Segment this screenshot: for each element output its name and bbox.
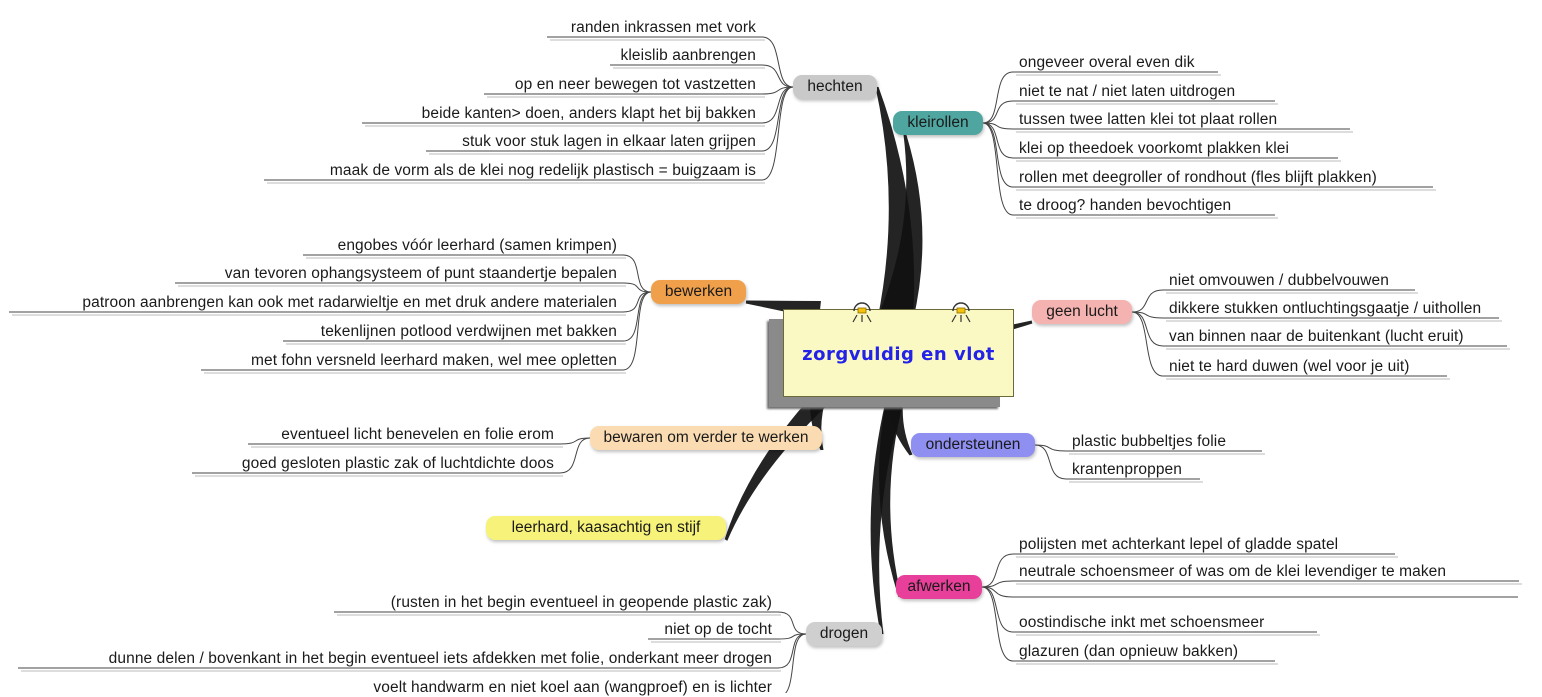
topic-geen-lucht[interactable]: geen lucht (1032, 300, 1132, 324)
connector (981, 586, 1014, 598)
leaf-afwerken[interactable]: polijsten met achterkant lepel of gladde… (1019, 536, 1339, 553)
connector (981, 586, 1014, 633)
branch-leerhard (724, 394, 828, 541)
leaf-kleirollen[interactable]: tussen twee latten klei tot plaat rollen (1019, 111, 1278, 128)
leaf-bewaren[interactable]: goed gesloten plastic zak of luchtdichte… (241, 455, 554, 472)
branch-kleirollen (877, 134, 923, 321)
topic-kleirollen[interactable]: kleirollen (893, 111, 983, 135)
leaf-hechten[interactable]: op en neer bewegen tot vastzetten (514, 76, 756, 93)
leaf-geen-lucht[interactable]: niet te hard duwen (wel voor je uit) (1169, 358, 1410, 375)
topic-leerhard[interactable]: leerhard, kaasachtig en stijf (486, 516, 726, 540)
central-topic-title: zorgvuldig en vlot (802, 344, 995, 365)
leaf-kleirollen[interactable]: ongeveer overal even dik (1019, 54, 1195, 71)
leaf-hechten[interactable]: randen inkrassen met vork (570, 19, 756, 36)
leaf-afwerken[interactable]: neutrale schoensmeer of was om de klei l… (1019, 563, 1447, 580)
connector (761, 86, 794, 181)
leaf-bewaren[interactable]: eventueel licht benevelen en folie erom (281, 426, 554, 443)
leaf-geen-lucht[interactable]: niet omvouwen / dubbelvouwen (1169, 272, 1389, 289)
leaf-afwerken[interactable]: glazuren (dan opnieuw bakken) (1019, 643, 1239, 660)
leaf-bewerken[interactable]: engobes vóór leerhard (samen krimpen) (337, 237, 617, 254)
leaf-drogen[interactable]: dunne delen / bovenkant in het begin eve… (108, 650, 772, 667)
connector (622, 291, 652, 371)
topic-bewerken[interactable]: bewerken (651, 280, 746, 304)
connector (981, 586, 1014, 662)
leaf-ondersteunen[interactable]: plastic bubbeltjes folie (1072, 433, 1227, 450)
branch-drogen (870, 399, 904, 635)
leaf-bewerken[interactable]: tekenlijnen potlood verdwijnen met bakke… (320, 323, 617, 340)
central-topic[interactable]: zorgvuldig en vlot (783, 309, 1014, 397)
leaf-geen-lucht[interactable]: dikkere stukken ontluchtingsgaatje / uit… (1169, 300, 1482, 317)
leaf-bewerken[interactable]: met fohn versneld leerhard maken, wel me… (250, 352, 617, 369)
leaf-drogen[interactable]: voelt handwarm en niet koel aan (wangpro… (373, 679, 772, 696)
connector (1131, 311, 1164, 347)
lightbulb-icon (951, 302, 971, 323)
connector (982, 100, 1014, 124)
connector (1131, 311, 1164, 377)
connector (761, 36, 794, 88)
topic-hechten[interactable]: hechten (793, 75, 877, 99)
connector (1034, 444, 1067, 480)
leaf-hechten[interactable]: beide kanten> doen, anders klapt het bij… (421, 105, 756, 122)
leaf-hechten[interactable]: kleislib aanbrengen (620, 47, 756, 64)
connector (622, 291, 652, 313)
connector (761, 86, 794, 124)
connector (622, 282, 652, 293)
leaf-geen-lucht[interactable]: van binnen naar de buitenkant (lucht eru… (1169, 328, 1464, 345)
connector (622, 254, 652, 293)
leaf-kleirollen[interactable]: te droog? handen bevochtigen (1019, 197, 1232, 214)
topic-drogen[interactable]: drogen (806, 622, 882, 646)
topic-afwerken[interactable]: afwerken (896, 575, 982, 599)
connector (559, 437, 591, 474)
connector (784, 633, 807, 693)
connector (982, 122, 1014, 216)
leaf-hechten[interactable]: maak de vorm als de klei nog redelijk pl… (329, 162, 756, 179)
connector (777, 611, 807, 635)
leaf-ondersteunen[interactable]: krantenproppen (1072, 461, 1182, 478)
connector (761, 64, 794, 88)
leaf-drogen[interactable]: (rusten in het begin eventueel in geopen… (390, 594, 772, 611)
connector (982, 71, 1014, 124)
leaf-kleirollen[interactable]: rollen met deegroller of rondhout (fles … (1019, 169, 1377, 186)
leaf-bewerken[interactable]: van tevoren ophangsysteem of punt staand… (224, 265, 617, 282)
connector (622, 291, 652, 342)
leaf-afwerken[interactable]: oostindische inkt met schoensmeer (1019, 614, 1265, 631)
leaf-hechten[interactable]: stuk voor stuk lagen in elkaar laten gri… (462, 133, 756, 150)
leaf-drogen[interactable]: niet op de tocht (664, 621, 772, 638)
connector (982, 122, 1014, 159)
lightbulb-icon (852, 302, 872, 323)
topic-ondersteunen[interactable]: ondersteunen (911, 433, 1035, 457)
connector (981, 553, 1014, 588)
leaf-kleirollen[interactable]: klei op theedoek voorkomt plakken klei (1019, 140, 1290, 157)
connector (1131, 289, 1164, 313)
topic-bewaren[interactable]: bewaren om verder te werken (590, 426, 822, 450)
leaf-bewerken[interactable]: patroon aanbrengen kan ook met radarwiel… (82, 294, 617, 311)
leaf-kleirollen[interactable]: niet te nat / niet laten uitdrogen (1019, 83, 1236, 100)
